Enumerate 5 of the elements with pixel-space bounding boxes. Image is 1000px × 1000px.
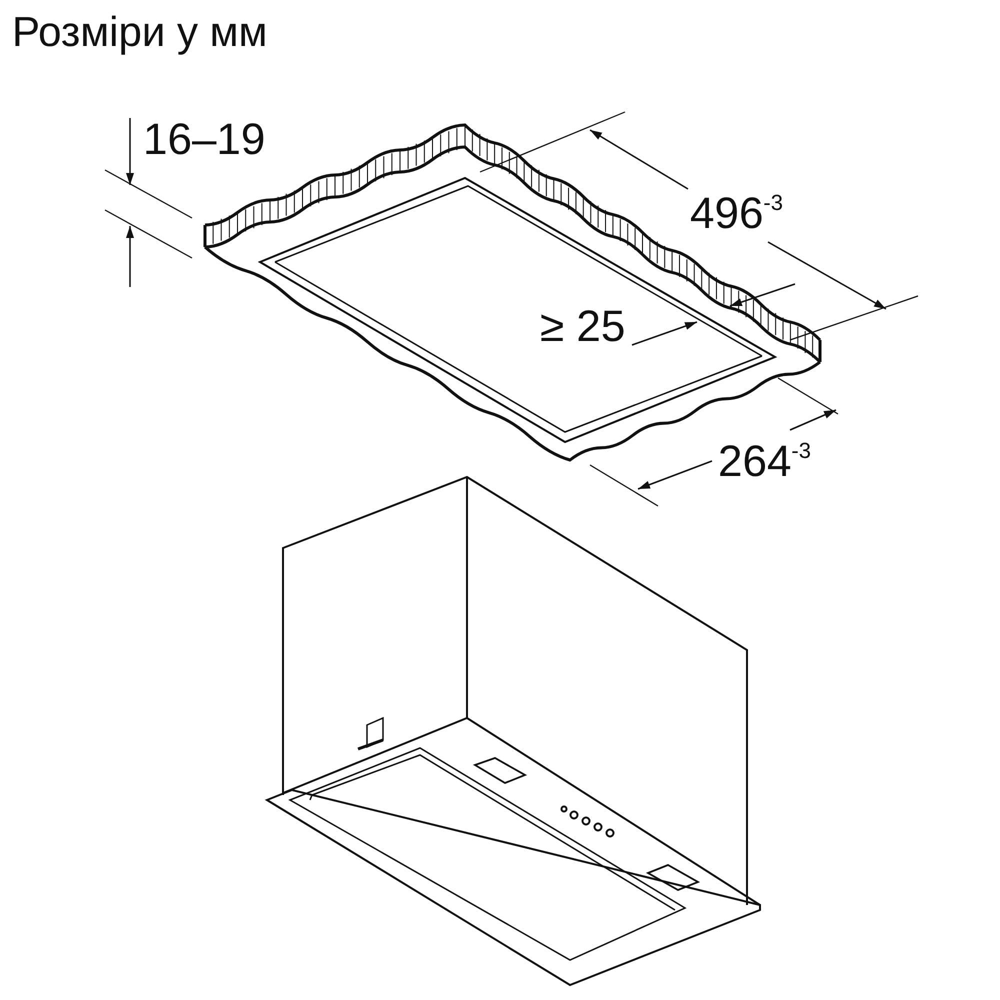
dimension-label: 496$^{-3}$ (690, 192, 783, 236)
title: Розміри у мм (12, 8, 268, 56)
dimension-label: 16–19 (143, 118, 266, 162)
dimension-label: 264$^{-3}$ (718, 440, 811, 484)
dimension-label: ≥ 25 (540, 305, 626, 349)
